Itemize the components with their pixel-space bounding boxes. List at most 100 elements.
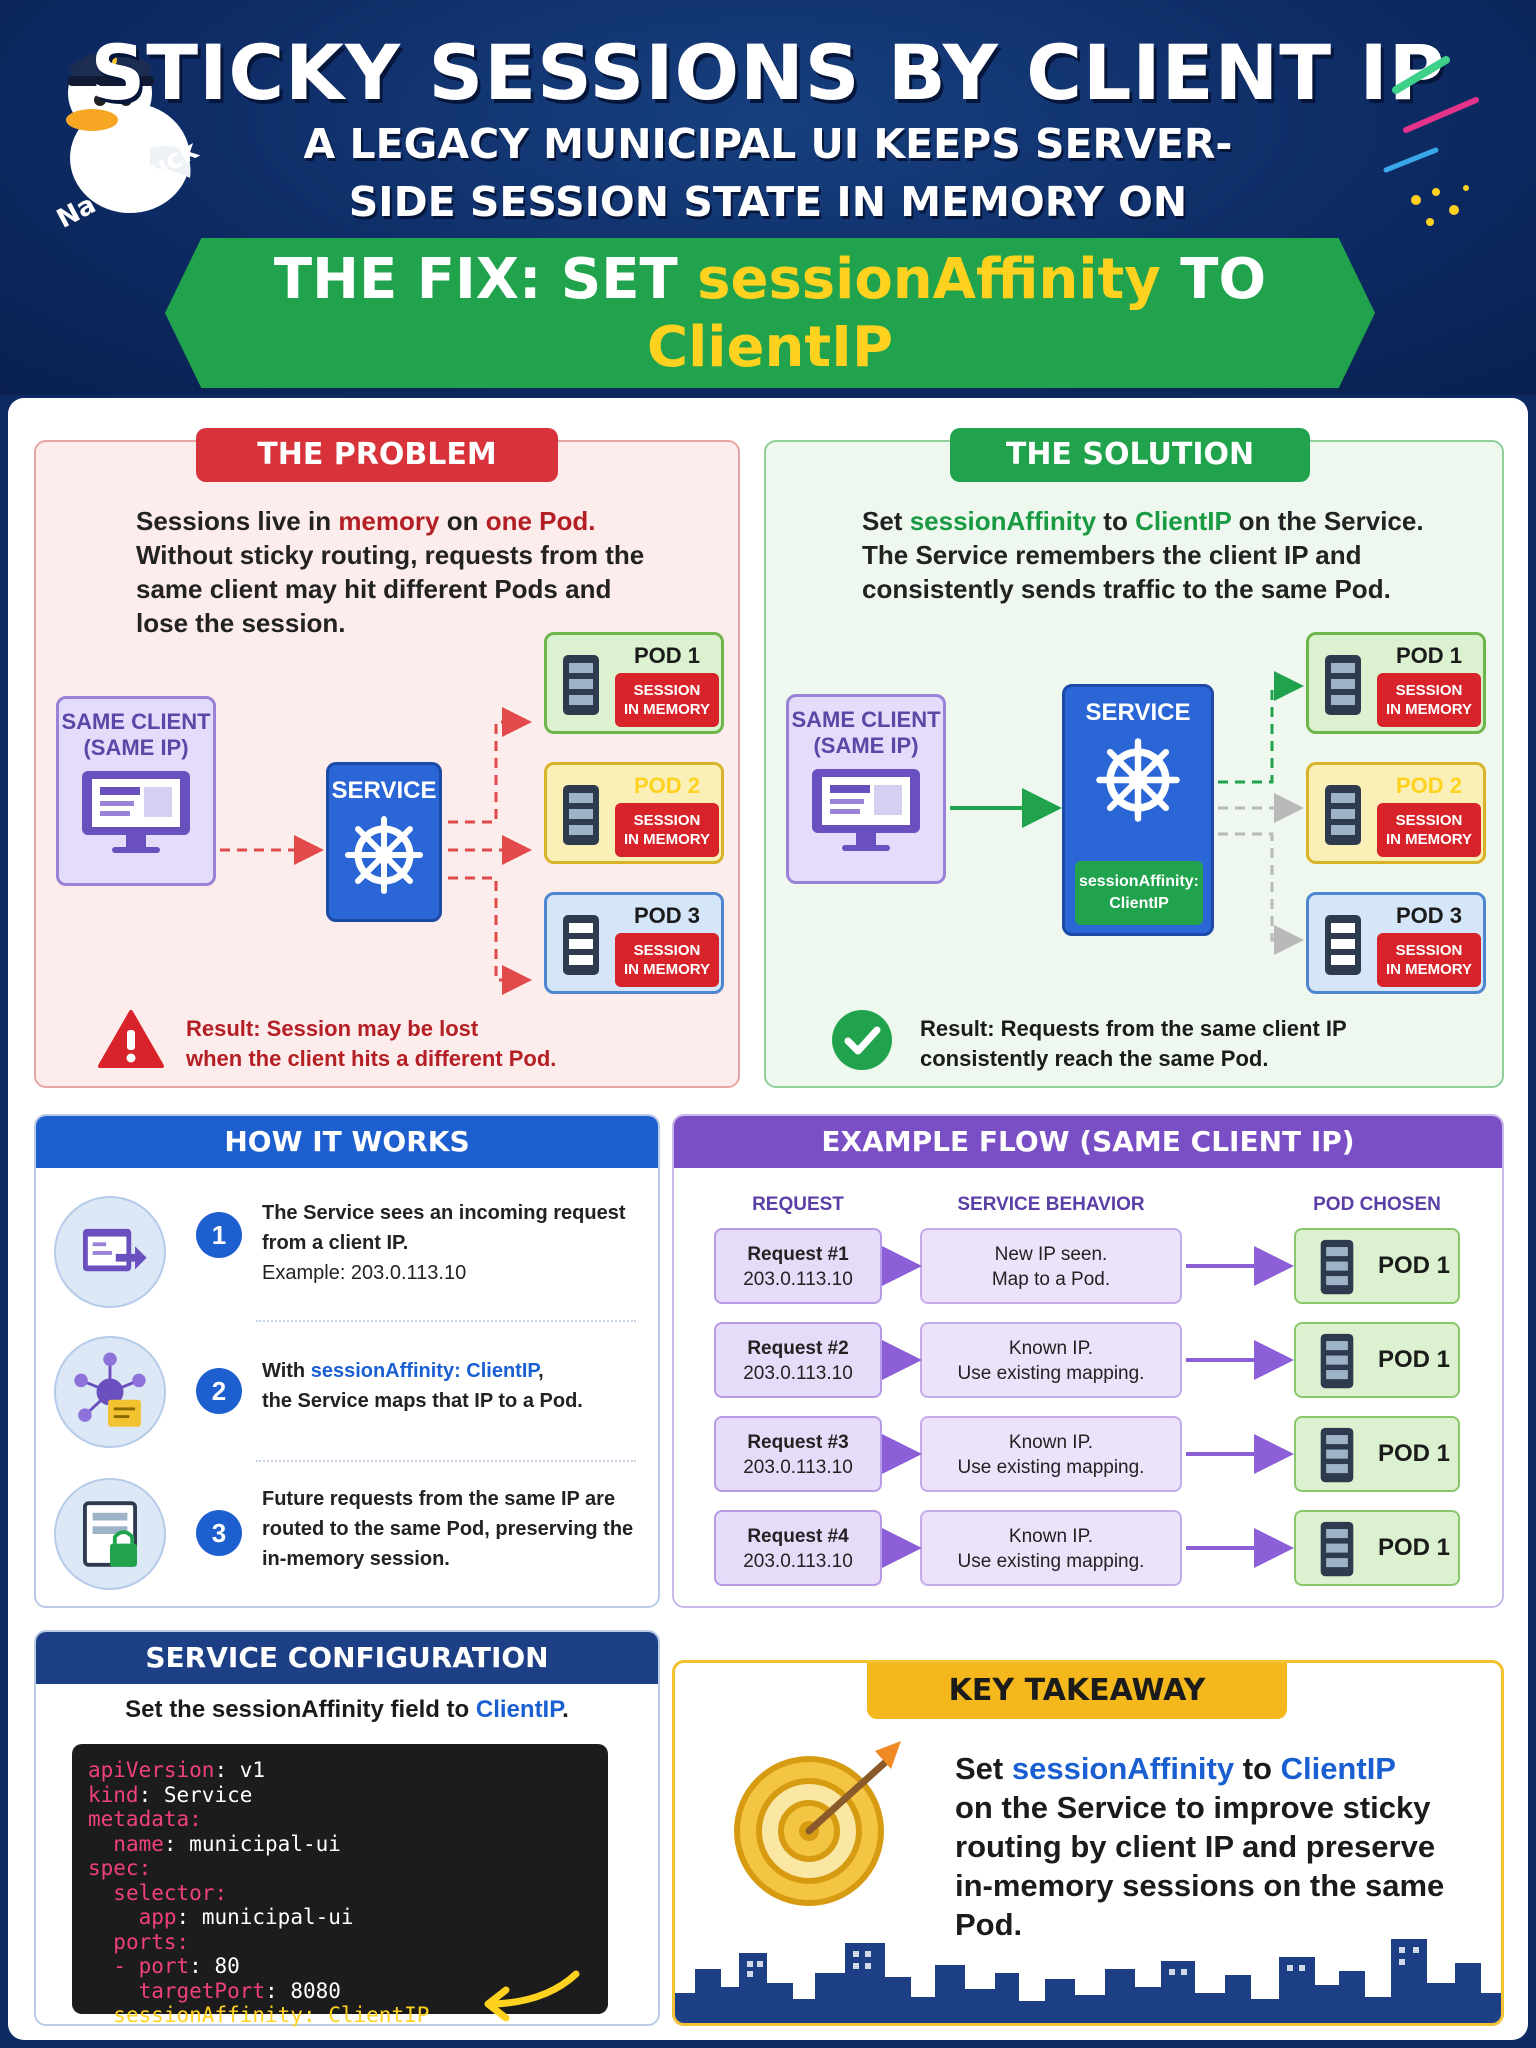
pod-name: POD 2 xyxy=(633,773,701,798)
behavior-line-2: Map to a Pod. xyxy=(991,1269,1111,1290)
step-2-text-c: , xyxy=(538,1360,544,1382)
step-2-icon xyxy=(54,1336,166,1448)
checkmark-icon xyxy=(832,1010,892,1070)
solution-client: SAME CLIENT (SAME IP) xyxy=(786,694,946,884)
yaml-value: 80 xyxy=(201,1954,240,1978)
badge-line-2: IN MEMORY xyxy=(623,961,711,978)
divider xyxy=(256,1320,636,1322)
step-2-text: With sessionAffinity: ClientIP, the Serv… xyxy=(262,1356,642,1416)
monitor-icon xyxy=(82,771,190,853)
fix-to: TO xyxy=(1160,247,1267,312)
yaml-key: targetPort xyxy=(138,1978,266,2003)
pod-chosen-box: POD 1 xyxy=(1294,1228,1460,1304)
fix-field: sessionAffinity xyxy=(697,247,1161,312)
solution-text-d: ClientIP xyxy=(1135,506,1232,536)
problem-client: SAME CLIENT (SAME IP) xyxy=(56,696,216,886)
pod-chosen-box: POD 1 xyxy=(1294,1510,1460,1586)
behavior-line-1: Known IP. xyxy=(1008,1432,1094,1453)
yaml-key: kind xyxy=(88,1782,139,1807)
result-line-1: Result: Session may be lost xyxy=(186,1016,479,1041)
yaml-value: municipal-ui xyxy=(176,1831,341,1856)
incoming-request-icon xyxy=(83,1228,147,1272)
client-label-1: SAME CLIENT xyxy=(791,707,941,732)
server-icon xyxy=(1320,1521,1354,1577)
step-3-number: 3 xyxy=(196,1510,242,1556)
yaml-value: 8080 xyxy=(277,1978,341,2003)
warning-icon xyxy=(98,1010,164,1068)
server-icon xyxy=(563,915,599,975)
solution-service: SERVICE sessionAffinity: ClientIP xyxy=(1062,684,1214,936)
behavior-line-2: Use existing mapping. xyxy=(957,1457,1145,1478)
service-config-card: SERVICE CONFIGURATION Set the sessionAff… xyxy=(34,1630,660,2027)
yaml-key: name xyxy=(113,1831,164,1856)
pod-chosen-label: POD 1 xyxy=(1378,1534,1451,1561)
server-icon xyxy=(563,785,599,845)
server-icon xyxy=(1325,915,1361,975)
badge-line-1: SESSION xyxy=(1395,942,1463,959)
yaml-value: v1 xyxy=(227,1758,266,1782)
solution-description: Set sessionAffinity to ClientIP on the S… xyxy=(862,504,1462,606)
key-takeaway-text: Set sessionAffinity to ClientIP on the S… xyxy=(955,1749,1475,1944)
badge-line-1: SESSION xyxy=(633,942,701,959)
fix-prefix: THE FIX: SET xyxy=(273,247,698,312)
server-icon xyxy=(1320,1239,1354,1295)
problem-text-c: on xyxy=(439,506,486,536)
service-label: SERVICE xyxy=(331,777,437,804)
result-line-2: consistently reach the same Pod. xyxy=(920,1046,1269,1071)
how-it-works-card: HOW IT WORKS 1 The Service sees an incom… xyxy=(34,1114,660,1608)
behavior-box: New IP seen.Map to a Pod. xyxy=(920,1228,1182,1304)
takeaway-text-d: ClientIP xyxy=(1280,1751,1396,1786)
fix-banner: THE FIX: SET sessionAffinity TO ClientIP… xyxy=(165,238,1375,388)
request-label: Request #2 xyxy=(747,1338,849,1359)
problem-text-a: Sessions live in xyxy=(136,506,339,536)
step-1-number: 1 xyxy=(196,1212,242,1258)
example-flow-title: EXAMPLE FLOW (SAME CLIENT IP) xyxy=(674,1116,1502,1168)
key-takeaway-card: KEY TAKEAWAY Set sessionAffinity to Clie… xyxy=(672,1660,1504,2026)
step-2-text-b: sessionAffinity: ClientIP xyxy=(310,1360,539,1382)
fix-line-2: ON THE SERVICE. xyxy=(165,382,1375,388)
problem-arrows xyxy=(220,707,532,995)
config-intro-a: Set the sessionAffinity field to xyxy=(125,1696,476,1723)
pod-chosen-box: POD 1 xyxy=(1294,1416,1460,1492)
request-label: Request #3 xyxy=(747,1432,849,1453)
session-badge: SESSION IN MEMORY xyxy=(615,933,719,987)
takeaway-text-c: to xyxy=(1234,1751,1281,1786)
yaml-value: municipal-ui xyxy=(189,1905,354,1929)
solution-text-b: sessionAffinity xyxy=(909,506,1097,536)
result-line-2: when the client hits a different Pod. xyxy=(186,1046,557,1071)
step-3-text: Future requests from the same IP are rou… xyxy=(262,1488,634,1570)
highlight-arrow-icon xyxy=(484,1970,580,2022)
locked-session-icon xyxy=(83,1501,137,1567)
pod-name: POD 1 xyxy=(633,643,701,668)
solution-result: Result: Requests from the same client IP… xyxy=(920,1014,1347,1074)
flow-arrows xyxy=(882,1246,1294,1568)
solution-text-f: The Service remembers the client IP and … xyxy=(862,540,1391,604)
page-title: STICKY SESSIONS BY CLIENT IP xyxy=(90,28,1446,117)
divider xyxy=(256,1460,636,1462)
step-3-icon xyxy=(54,1478,166,1590)
badge-line-1: SESSION xyxy=(1395,682,1463,699)
behavior-box: Known IP. Use existing mapping. xyxy=(920,1416,1182,1492)
client-label-2: (SAME IP) xyxy=(813,733,919,758)
navy-duck-mascot-icon xyxy=(66,49,191,213)
solution-text-c: to xyxy=(1096,506,1136,536)
behavior-line-1: Known IP. xyxy=(1008,1526,1094,1547)
step-2-text-d: the Service maps that IP to a Pod. xyxy=(262,1390,583,1412)
tag-line-1: sessionAffinity: xyxy=(1078,873,1199,890)
badge-line-1: SESSION xyxy=(633,812,701,829)
problem-result: Result: Session may be lost when the cli… xyxy=(186,1014,556,1074)
badge-line-1: SESSION xyxy=(633,682,701,699)
how-it-works-title: HOW IT WORKS xyxy=(36,1116,658,1168)
yaml-code-block: apiVersion: v1 kind: Service metadata: n… xyxy=(72,1744,608,2027)
problem-text-b: memory xyxy=(338,506,440,536)
tag-line-2: ClientIP xyxy=(1109,895,1169,912)
problem-text-d: one Pod. xyxy=(485,506,596,536)
service-label: SERVICE xyxy=(1085,699,1191,726)
